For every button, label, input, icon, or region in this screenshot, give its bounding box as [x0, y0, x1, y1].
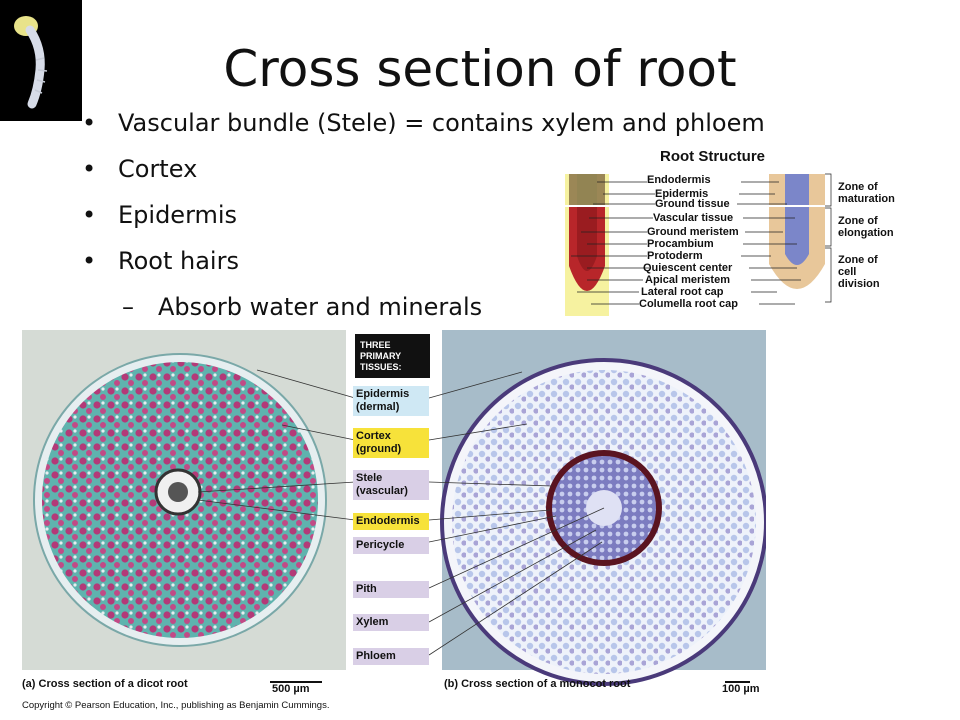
dicot-scale-label: 500 µm: [272, 683, 310, 695]
root-structure-title: Root Structure: [660, 148, 765, 165]
root-label: Vascular tissue: [653, 212, 734, 224]
monocot-scale-label: 100 µm: [722, 683, 760, 695]
tissue-label-phloem: Phloem: [353, 648, 429, 665]
tissue-line: Xylem: [356, 616, 389, 628]
root-label: Ground tissue: [655, 198, 730, 210]
bullet-item: • Root hairs: [82, 238, 765, 284]
bullet-dot-icon: •: [82, 155, 97, 183]
bullet-text: Cortex: [118, 155, 198, 183]
root-label: Apical meristem: [645, 274, 730, 286]
tissues-header-line: PRIMARY: [360, 351, 402, 361]
slide-title: Cross section of root: [223, 40, 737, 98]
tissue-label-endodermis: Endodermis: [353, 513, 429, 530]
root-label: Columella root cap: [639, 298, 739, 310]
root-label: Endodermis: [647, 174, 711, 186]
bullet-dot-icon: •: [82, 109, 97, 137]
root-structure-figure: [563, 146, 923, 318]
monocot-caption: (b) Cross section of a monocot root: [444, 678, 631, 690]
root-label: Quiescent center: [643, 262, 733, 274]
tissue-line: Endodermis: [356, 515, 420, 527]
tissue-line: Stele: [356, 472, 383, 484]
root-label: Protoderm: [647, 250, 703, 262]
tissue-label-stele: Stele(vascular): [353, 470, 429, 500]
zone-line: Zone of: [838, 181, 878, 193]
tissue-line: Epidermis: [356, 388, 410, 400]
bullet-item: • Epidermis: [82, 192, 765, 238]
bullet-dot-icon: •: [82, 247, 97, 275]
tissue-label-pericycle: Pericycle: [353, 537, 429, 554]
tissue-label-cortex: Cortex(ground): [353, 428, 429, 458]
zone-line: Zone of: [838, 254, 878, 266]
tissue-label-epidermis: Epidermis(dermal): [353, 386, 429, 416]
sub-bullet-dash-icon: –: [122, 293, 134, 321]
zone-line: cell: [838, 266, 857, 278]
tissue-label-xylem: Xylem: [353, 614, 429, 631]
bullet-text: Epidermis: [118, 201, 238, 229]
dicot-caption: (a) Cross section of a dicot root: [22, 678, 188, 690]
tissue-line: Cortex: [356, 430, 391, 442]
bullet-dot-icon: •: [82, 201, 97, 229]
tissues-header-line: TISSUES:: [360, 362, 402, 372]
zone-line: Zone of: [838, 215, 878, 227]
root-label: Ground meristem: [647, 226, 739, 238]
tissue-label-pith: Pith: [353, 581, 429, 598]
bullet-text: Root hairs: [118, 247, 239, 275]
tissue-line: (dermal): [356, 401, 400, 413]
zone-line: elongation: [838, 227, 894, 239]
bullet-text: Absorb water and minerals: [158, 293, 483, 321]
tissue-line: Pericycle: [356, 539, 405, 551]
sub-bullet-item: –Absorb water and minerals: [82, 284, 765, 330]
bullet-item: • Cortex: [82, 146, 765, 192]
copyright-notice: Copyright © Pearson Education, Inc., pub…: [22, 700, 330, 711]
bullet-text: Vascular bundle (Stele) = contains xylem…: [118, 109, 765, 137]
tissue-line: (vascular): [356, 485, 408, 497]
micrograph-drawing: [22, 330, 766, 686]
tissue-line: Pith: [356, 583, 377, 595]
tissue-line: (ground): [356, 443, 402, 455]
tissue-line: Phloem: [356, 650, 396, 662]
zone-line: division: [838, 278, 880, 290]
tissues-header-line: THREE: [360, 340, 391, 350]
root-label: Procambium: [647, 238, 714, 250]
bullet-item: • Vascular bundle (Stele) = contains xyle…: [82, 100, 765, 146]
root-label: Lateral root cap: [641, 286, 724, 298]
seedling-thumbnail-image: [0, 0, 82, 121]
zone-line: maturation: [838, 193, 895, 205]
root-label: Epidermis: [655, 188, 709, 200]
bullet-list: • Vascular bundle (Stele) = contains xyle…: [82, 100, 765, 330]
